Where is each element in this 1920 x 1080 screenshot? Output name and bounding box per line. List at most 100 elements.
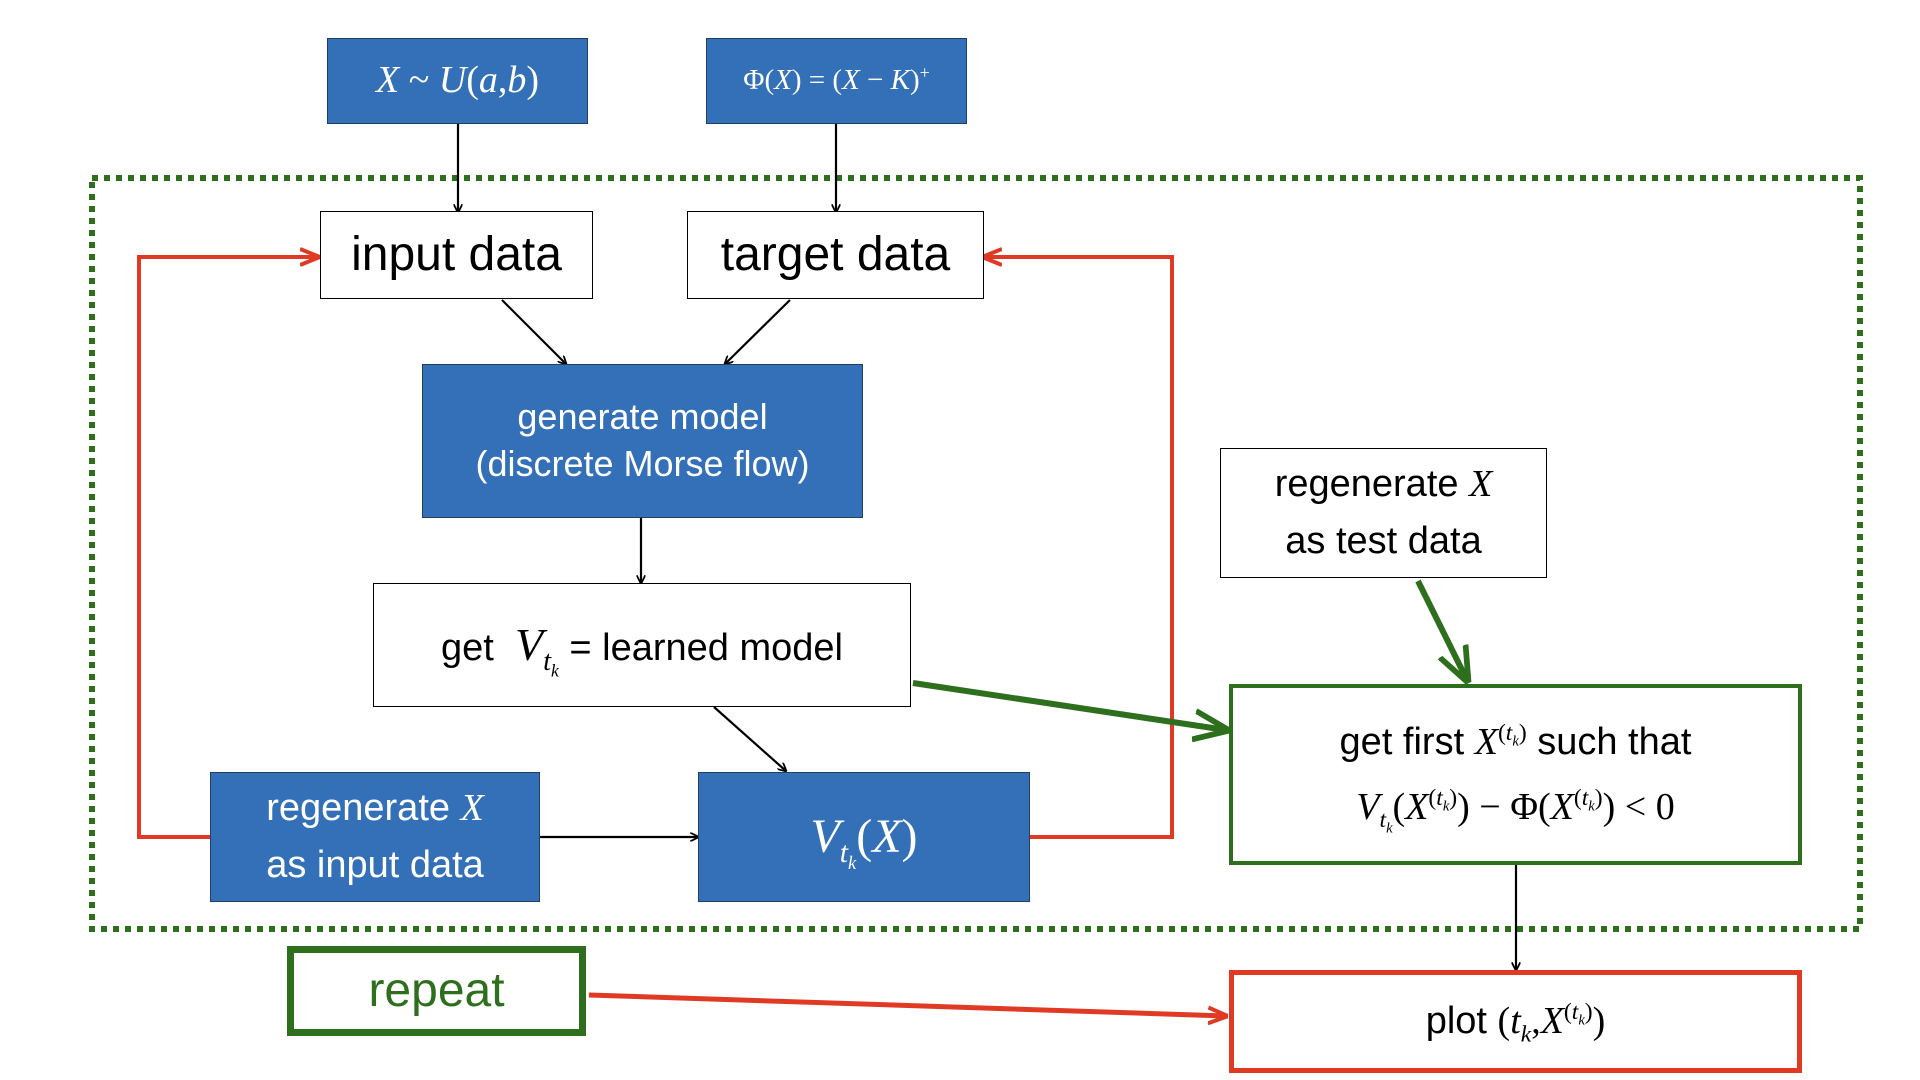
red-loop-to-target: [984, 257, 1174, 839]
regenerate-input-line1: regenerate X: [266, 780, 484, 837]
eq-open2: (: [1538, 785, 1551, 828]
plot-sup-close: ): [1584, 999, 1593, 1026]
eq-x2: X: [1550, 785, 1574, 828]
model-output-open-paren: (: [856, 809, 873, 863]
target-data-label: target data: [720, 227, 951, 281]
first-crossing-line1: get first X(tk) such that: [1340, 710, 1692, 775]
distribution-comma: ,: [497, 59, 508, 102]
regenerate-test-box: regenerate X as test data: [1220, 448, 1547, 578]
first-crossing-suffix: such that: [1537, 720, 1692, 763]
plot-sup-t: t: [1571, 999, 1579, 1026]
eq-x1: X: [1405, 785, 1429, 828]
learned-model-sub-t: t: [543, 646, 551, 678]
payoff-phi: Φ: [743, 64, 765, 97]
arrow-input-to-generate: [501, 299, 566, 364]
plot-close-paren: ): [1592, 999, 1606, 1042]
learned-model-text: get Vtk = learned model: [441, 615, 843, 680]
distribution-close-paren: ): [526, 59, 540, 102]
payoff-close-paren: ): [909, 64, 920, 97]
payoff-minus: −: [867, 64, 884, 97]
distribution-open-paren: (: [466, 59, 479, 102]
eq-less-than: <: [1624, 785, 1647, 828]
arrow-target-to-generate: [725, 299, 791, 364]
distribution-box: X ~ U(a,b): [327, 38, 588, 124]
eq-sup2-k: k: [1588, 798, 1595, 815]
generate-model-line2: (discrete Morse flow): [475, 443, 810, 484]
learned-model-box: get Vtk = learned model: [373, 583, 911, 707]
payoff-arg-close: ): [791, 64, 802, 97]
first-crossing-prefix: get first: [1339, 720, 1465, 763]
learned-model-get: get: [441, 627, 494, 670]
learned-model-equals: =: [569, 627, 592, 670]
eq-sup1-k: k: [1442, 798, 1450, 815]
first-crossing-sup-k: k: [1512, 733, 1519, 750]
eq-v-sub-k: k: [1386, 820, 1393, 837]
regenerate-input-prefix: regenerate: [266, 787, 451, 829]
input-data-box: input data: [320, 211, 593, 299]
distribution-formula: X ~ U(a,b): [376, 56, 539, 105]
regenerate-test-line2: as test data: [1285, 520, 1482, 562]
plot-t-sub: k: [1520, 1021, 1532, 1048]
eq-minus: −: [1479, 785, 1501, 828]
first-crossing-sup-open: (: [1497, 720, 1506, 747]
plot-sup-open: (: [1563, 999, 1572, 1026]
plot-prefix: plot: [1425, 999, 1487, 1042]
payoff-k: K: [890, 64, 910, 97]
red-loop-to-input: [137, 257, 318, 839]
plot-open-paren: (: [1497, 999, 1511, 1042]
model-output-box: Vtk(X): [698, 772, 1030, 902]
input-data-label: input data: [351, 227, 562, 281]
learned-model-v-symbol: Vtk: [515, 619, 559, 680]
regenerate-test-prefix: regenerate: [1274, 463, 1459, 505]
eq-sup2-open: (: [1573, 784, 1582, 811]
eq-phi: Φ: [1510, 785, 1539, 828]
model-output-sub-t: t: [839, 836, 849, 870]
repeat-label: repeat: [368, 963, 505, 1017]
payoff-formula: Φ(X) = (X − K)+: [743, 62, 930, 100]
regenerate-input-box: regenerate X as input data: [210, 772, 540, 902]
eq-sup2-close: ): [1594, 784, 1603, 811]
generate-model-box: generate model (discrete Morse flow): [422, 364, 863, 518]
model-output-formula: Vtk(X): [810, 806, 918, 873]
distribution-param-b: b: [507, 59, 527, 102]
regenerate-test-var: X: [1469, 463, 1493, 505]
plot-text: plot (tk,X(tk)): [1426, 997, 1606, 1046]
first-crossing-x: X: [1474, 720, 1498, 763]
repeat-box: repeat: [287, 946, 586, 1036]
distribution-tilde: ~: [408, 59, 430, 102]
eq-sup1-close: ): [1449, 784, 1458, 811]
model-output-sub-k: k: [848, 853, 857, 874]
payoff-arg-open: (: [764, 64, 775, 97]
target-data-box: target data: [687, 211, 984, 299]
red-arrow-repeat-to-plot: [588, 992, 1226, 1016]
arrow-learned-to-output: [713, 706, 786, 771]
plot-box: plot (tk,X(tk)): [1229, 970, 1802, 1073]
distribution-param-a: a: [478, 59, 498, 102]
eq-close1: ): [1457, 785, 1470, 828]
first-crossing-equation: Vtk(X(tk)) − Φ(X(tk)) < 0: [1356, 775, 1674, 840]
model-output-v: V: [810, 809, 840, 863]
plot-comma: ,: [1531, 999, 1541, 1042]
learned-model-sub-k: k: [551, 660, 559, 681]
eq-sup1-open: (: [1428, 784, 1437, 811]
distribution-variable: X: [375, 59, 400, 102]
eq-sup1-t: t: [1436, 784, 1443, 811]
payoff-x: X: [842, 64, 860, 97]
regenerate-input-var: X: [460, 787, 484, 829]
eq-zero: 0: [1655, 785, 1675, 828]
learned-model-label: learned model: [602, 627, 843, 670]
plot-sup-k: k: [1578, 1012, 1585, 1029]
distribution-name: U: [438, 59, 467, 102]
eq-v: V: [1356, 785, 1380, 828]
model-output-close-paren: ): [901, 809, 918, 863]
generate-model-line1: generate model: [517, 396, 768, 438]
first-crossing-box: get first X(tk) such that Vtk(X(tk)) − Φ…: [1229, 684, 1802, 865]
payoff-arg: X: [774, 64, 792, 97]
payoff-open-paren: (: [832, 64, 843, 97]
regenerate-test-line1: regenerate X: [1275, 456, 1493, 513]
green-arrow-test-to-crossing: [1415, 579, 1467, 680]
payoff-plus-superscript: +: [919, 62, 930, 83]
eq-open1: (: [1392, 785, 1406, 828]
